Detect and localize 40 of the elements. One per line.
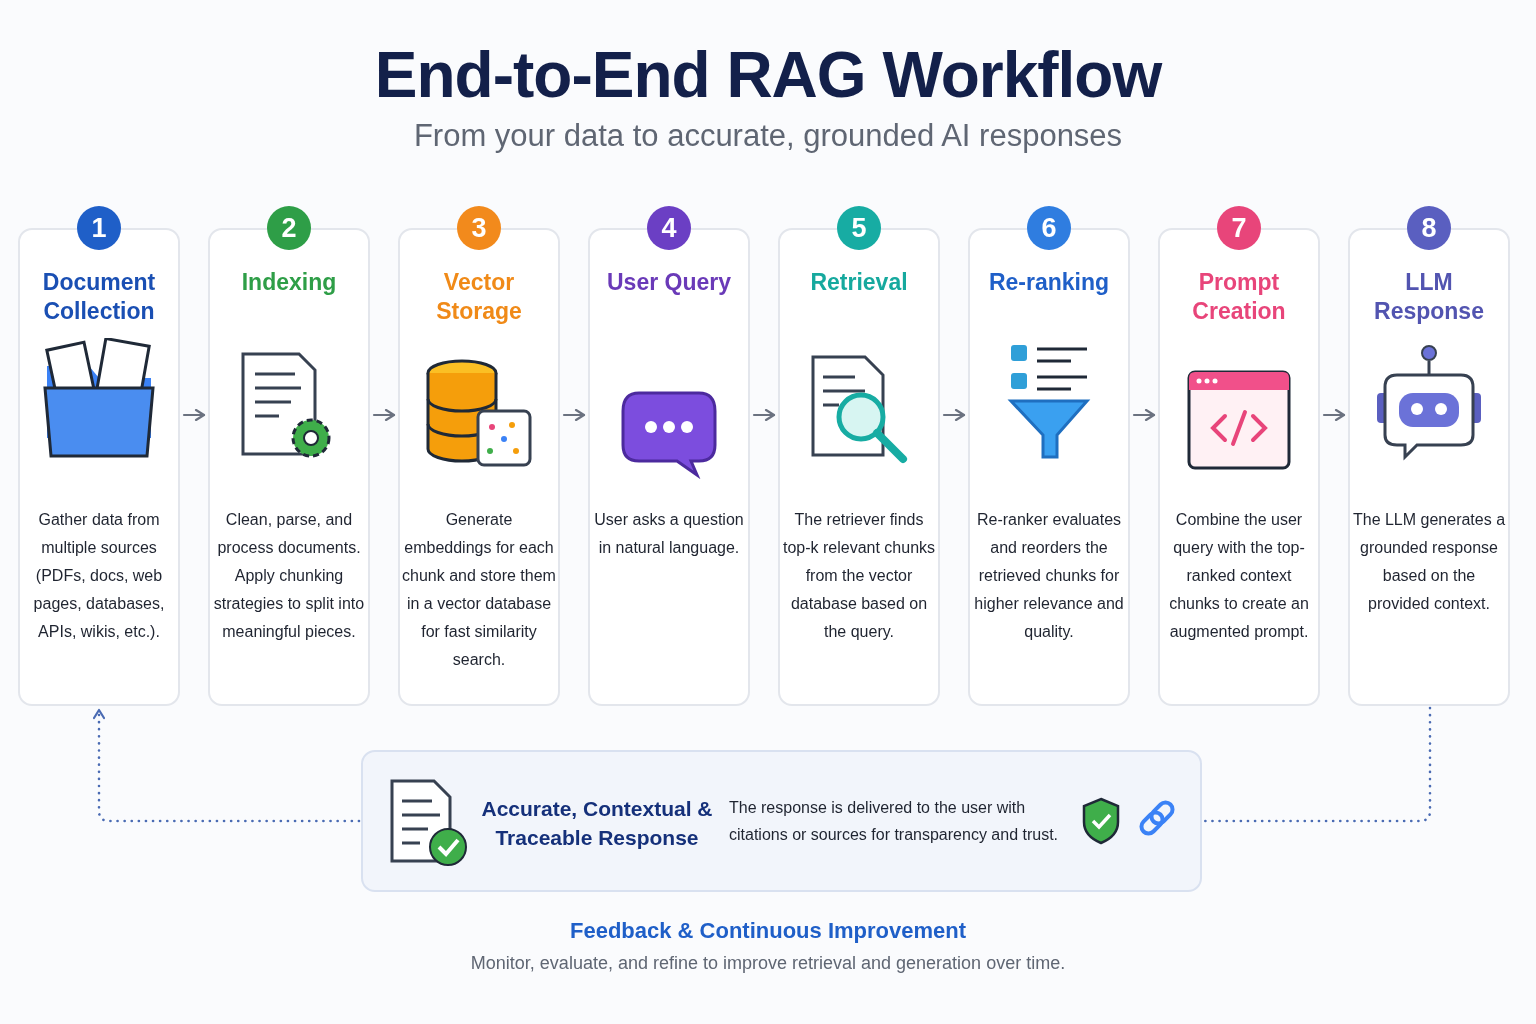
panel-heading: Accurate, Contextual & Traceable Response (481, 796, 713, 851)
step-number: 6 (1027, 206, 1071, 250)
step-number: 4 (647, 206, 691, 250)
step-description: Re-ranker evaluates and reorders the retrieved chunks for higher relevance and quality. (973, 510, 1125, 642)
note: Monitor, evaluate, and refine to improve retrieval and generation over time. (469, 953, 1067, 974)
step-title: Prompt Creation (1191, 268, 1287, 326)
step-description: The retriever finds top-k relevant chunks from the vector database based on the query. (782, 510, 936, 642)
arrow (1132, 408, 1156, 422)
step-title: Indexing (240, 268, 338, 297)
step-title: LLM Response (1373, 268, 1485, 326)
step-description: User asks a question in natural language. (593, 510, 745, 558)
result-panel (361, 750, 1202, 892)
section-heading: Feedback & Continuous Improvement (568, 918, 968, 944)
step-number: 8 (1407, 206, 1451, 250)
panel-description: The response is delivered to the user with citations or sources for transparency and trust. (729, 798, 1060, 845)
arrow (752, 408, 776, 422)
step-title: User Query (606, 268, 732, 297)
dotted-connector (92, 708, 361, 823)
step-description: Clean, parse, and process documents. Apply chunking strategies to split into meaningful pieces. (212, 510, 366, 642)
arrow (1322, 408, 1346, 422)
step-description: Gather data from multiple sources (PDFs, docs, web pages, databases, APIs, wikis, etc.). (32, 510, 166, 642)
step-title: Retrieval (809, 268, 909, 297)
step-number: 2 (267, 206, 311, 250)
arrow (562, 408, 586, 422)
step-description: Generate embeddings for each chunk and store them in a vector database for fast similarity search. (402, 510, 556, 670)
step-title: Re-ranking (987, 268, 1111, 297)
step-title: Document Collection (41, 268, 157, 326)
step-number: 3 (457, 206, 501, 250)
step-description: The LLM generates a grounded response based on the provided context. (1352, 510, 1506, 614)
subtitle: From your data to accurate, grounded AI responses (412, 118, 1124, 154)
step-title: Vector Storage (435, 268, 523, 326)
step-description: Combine the user query with the top-ranked context chunks to create an augmented prompt. (1168, 510, 1310, 642)
arrow (942, 408, 966, 422)
dotted-connector (1202, 706, 1432, 823)
step-number: 5 (837, 206, 881, 250)
arrow (372, 408, 396, 422)
step-number: 7 (1217, 206, 1261, 250)
diagram-title: End-to-End RAG Workflow (373, 38, 1163, 112)
arrow (182, 408, 206, 422)
step-number: 1 (77, 206, 121, 250)
